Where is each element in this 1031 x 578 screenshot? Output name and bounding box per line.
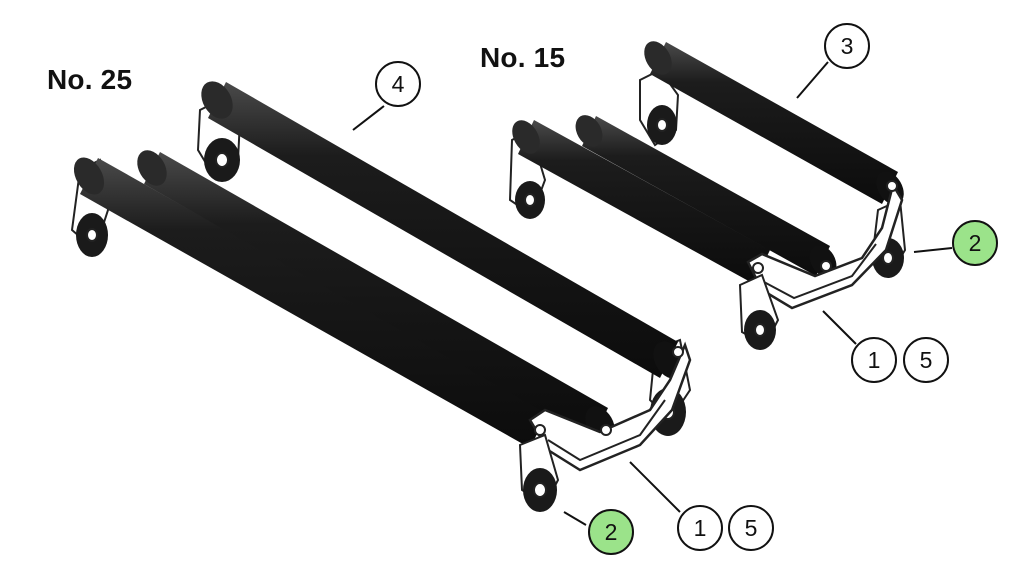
caster-wheel-back-left-15 [639,68,680,147]
svg-text:5: 5 [920,347,933,373]
leader-lines [352,61,953,526]
callout-2-right: 2 [952,220,998,266]
callout-5-right: 5 [903,337,949,383]
svg-text:4: 4 [392,71,405,97]
leader-line-3 [796,61,829,99]
roller-front-a-25 [73,157,548,448]
svg-text:5: 5 [745,515,758,541]
svg-text:2: 2 [605,519,618,545]
svg-text:1: 1 [868,347,881,373]
frame-bracket-front-25 [528,341,692,472]
svg-text:3: 3 [841,33,854,59]
callout-3: 3 [824,23,870,69]
frame-bracket-front-15 [746,180,904,310]
caster-wheel-front-right-25 [518,433,560,512]
leader-line-4 [352,105,385,131]
callout-4: 4 [375,61,421,107]
model-title-no15: No. 15 [480,42,566,73]
leader-line-15-left [629,461,681,513]
roller-front-a-15 [512,120,770,284]
leader-line-15-right [822,310,857,345]
callout-1-left: 1 [677,505,723,551]
leader-line-2-left [563,511,587,526]
leader-line-2-right [913,247,953,253]
dolly-no15 [508,41,907,350]
caster-wheel-front-right-15 [738,273,780,350]
callout-2-left: 2 [588,509,634,555]
svg-text:2: 2 [969,230,982,256]
callout-5-left: 5 [728,505,774,551]
dolly-no25 [70,81,692,512]
model-title-no25: No. 25 [47,64,133,95]
callout-1-right: 1 [851,337,897,383]
svg-text:1: 1 [694,515,707,541]
